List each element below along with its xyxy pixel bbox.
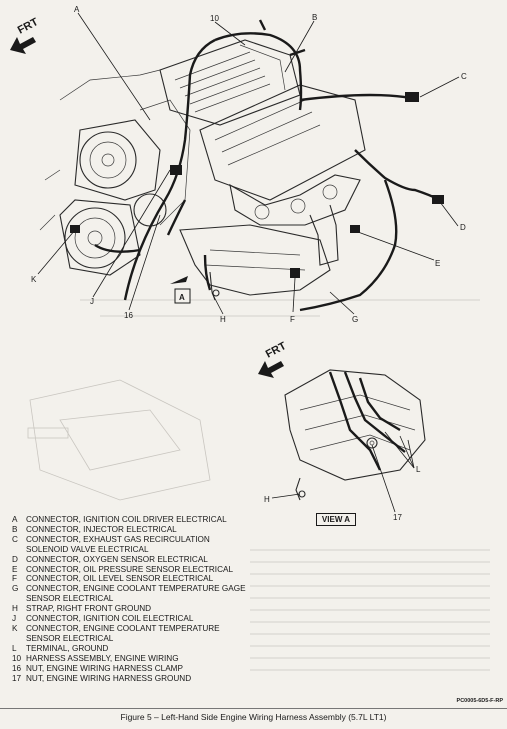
legend-text: CONNECTOR, OXYGEN SENSOR ELECTRICAL	[26, 555, 312, 565]
legend-item: D CONNECTOR, OXYGEN SENSOR ELECTRICAL	[12, 555, 312, 565]
callout-c: C	[461, 72, 467, 81]
legend-key: J	[12, 614, 17, 624]
egr-connector-body	[405, 92, 419, 102]
front-direction-indicator-view-a: FRT	[258, 340, 289, 378]
legend-description: CONNECTOR, EXHAUST GAS RECIRCULATION	[26, 534, 210, 544]
legend-description-continued: SENSOR ELECTRICAL	[26, 633, 114, 643]
callout-b: B	[312, 13, 317, 22]
callout-l: L	[416, 465, 421, 474]
legend-item: 16 NUT, ENGINE WIRING HARNESS CLAMP	[12, 664, 312, 674]
legend-description: NUT, ENGINE WIRING HARNESS CLAMP	[26, 663, 183, 673]
legend-key: E	[12, 564, 18, 574]
legend-description-continued: SOLENOID VALVE ELECTRICAL	[26, 544, 149, 554]
callout-g: G	[352, 315, 358, 324]
view-a-marker-letter: A	[179, 293, 185, 302]
legend-key: 17	[12, 673, 22, 683]
front-direction-indicator-top: FRT	[10, 16, 41, 54]
engine-illustration	[39, 39, 366, 301]
legend-item: G CONNECTOR, ENGINE COOLANT TEMPERATURE G…	[12, 584, 312, 604]
legend-text: CONNECTOR, OIL PRESSURE SENSOR ELECTRICA…	[26, 565, 312, 575]
figure-code: PC0005-6D5-F-RP	[456, 698, 503, 704]
bleed-through-artwork	[27, 299, 490, 671]
callout-10: 10	[210, 14, 219, 23]
coolant-sensor-connector-body	[70, 225, 80, 233]
frt-label-view-a: FRT	[264, 340, 289, 361]
legend-description: NUT, ENGINE WIRING HARNESS GROUND	[26, 673, 192, 683]
figure-caption: Figure 5 – Left-Hand Side Engine Wiring …	[120, 712, 387, 722]
legend-key: B	[12, 524, 18, 534]
legend-key: D	[12, 554, 18, 564]
callout-h-view-a: H	[264, 495, 270, 504]
callout-e: E	[435, 259, 440, 268]
callout-j: J	[90, 297, 94, 306]
engine-wiring-harness	[70, 19, 444, 312]
legend-key: H	[12, 604, 18, 614]
legend-text: CONNECTOR, IGNITION COIL DRIVER ELECTRIC…	[26, 515, 312, 525]
view-a-illustration: L 17 H	[264, 369, 426, 522]
legend-item: A CONNECTOR, IGNITION COIL DRIVER ELECTRI…	[12, 515, 312, 525]
legend-text: NUT, ENGINE WIRING HARNESS CLAMP	[26, 664, 312, 674]
view-a-marker: A	[170, 276, 191, 304]
callout-17: 17	[393, 513, 402, 522]
legend-key: C	[12, 534, 18, 544]
legend-description: CONNECTOR, ENGINE COOLANT TEMPERATURE	[26, 623, 220, 633]
oil-pressure-connector-body	[350, 225, 360, 233]
legend-description: HARNESS ASSEMBLY, ENGINE WIRING	[26, 653, 179, 663]
legend-item: J CONNECTOR, IGNITION COIL ELECTRICAL	[12, 614, 312, 624]
frt-label-top: FRT	[16, 16, 41, 37]
legend-text: CONNECTOR, INJECTOR ELECTRICAL	[26, 525, 312, 535]
legend-item: B CONNECTOR, INJECTOR ELECTRICAL	[12, 525, 312, 535]
legend-description: TERMINAL, GROUND	[26, 643, 109, 653]
callout-h: H	[220, 315, 226, 324]
callout-k: K	[31, 275, 37, 284]
legend-key: F	[12, 574, 18, 584]
legend-key: K	[12, 623, 18, 633]
legend-description: CONNECTOR, OIL LEVEL SENSOR ELECTRICAL	[26, 574, 214, 584]
callout-labels: A 10 B C D E F G H 16 J K	[31, 5, 467, 324]
coil-connector-body	[170, 165, 182, 175]
legend-description: CONNECTOR, OXYGEN SENSOR ELECTRICAL	[26, 554, 208, 564]
legend-key: 16	[12, 663, 22, 673]
legend-item: E CONNECTOR, OIL PRESSURE SENSOR ELECTRIC…	[12, 565, 312, 575]
legend-description: CONNECTOR, IGNITION COIL ELECTRICAL	[26, 614, 194, 624]
legend-text: STRAP, RIGHT FRONT GROUND	[26, 604, 312, 614]
legend-description: CONNECTOR, INJECTOR ELECTRICAL	[26, 524, 177, 534]
legend-item: 10 HARNESS ASSEMBLY, ENGINE WIRING	[12, 654, 312, 664]
legend-description-continued: SENSOR ELECTRICAL	[26, 594, 114, 604]
callout-leaders	[37, 12, 460, 315]
view-a-label: VIEW A	[316, 513, 356, 526]
legend-description: CONNECTOR, OIL PRESSURE SENSOR ELECTRICA…	[26, 564, 234, 574]
legend-key: A	[12, 515, 18, 524]
legend-item: L TERMINAL, GROUND	[12, 644, 312, 654]
legend-item: H STRAP, RIGHT FRONT GROUND	[12, 604, 312, 614]
oxygen-sensor-connector-body	[432, 195, 444, 204]
legend-text: NUT, ENGINE WIRING HARNESS GROUND	[26, 674, 312, 684]
oil-level-connector-body	[290, 268, 300, 278]
legend-description: CONNECTOR, IGNITION COIL DRIVER ELECTRIC…	[26, 515, 227, 524]
legend-text: HARNESS ASSEMBLY, ENGINE WIRING	[26, 654, 312, 664]
callout-a: A	[74, 5, 80, 14]
caption-divider	[0, 708, 507, 709]
legend-text: TERMINAL, GROUND	[26, 644, 312, 654]
legend-key: G	[12, 584, 19, 594]
legend-text: CONNECTOR, ENGINE COOLANT TEMPERATURE GA…	[26, 584, 312, 604]
legend-key: L	[12, 643, 17, 653]
legend-key: 10	[12, 653, 22, 663]
legend: A CONNECTOR, IGNITION COIL DRIVER ELECTRI…	[12, 515, 312, 683]
legend-text: CONNECTOR, OIL LEVEL SENSOR ELECTRICAL	[26, 574, 312, 584]
callout-d: D	[460, 223, 466, 232]
callout-f: F	[290, 315, 295, 324]
legend-item: F CONNECTOR, OIL LEVEL SENSOR ELECTRICAL	[12, 574, 312, 584]
legend-text: CONNECTOR, IGNITION COIL ELECTRICAL	[26, 614, 312, 624]
legend-description: CONNECTOR, ENGINE COOLANT TEMPERATURE GA…	[26, 584, 246, 594]
callout-16: 16	[124, 311, 133, 320]
legend-item: 17 NUT, ENGINE WIRING HARNESS GROUND	[12, 674, 312, 684]
legend-description: STRAP, RIGHT FRONT GROUND	[26, 604, 152, 614]
